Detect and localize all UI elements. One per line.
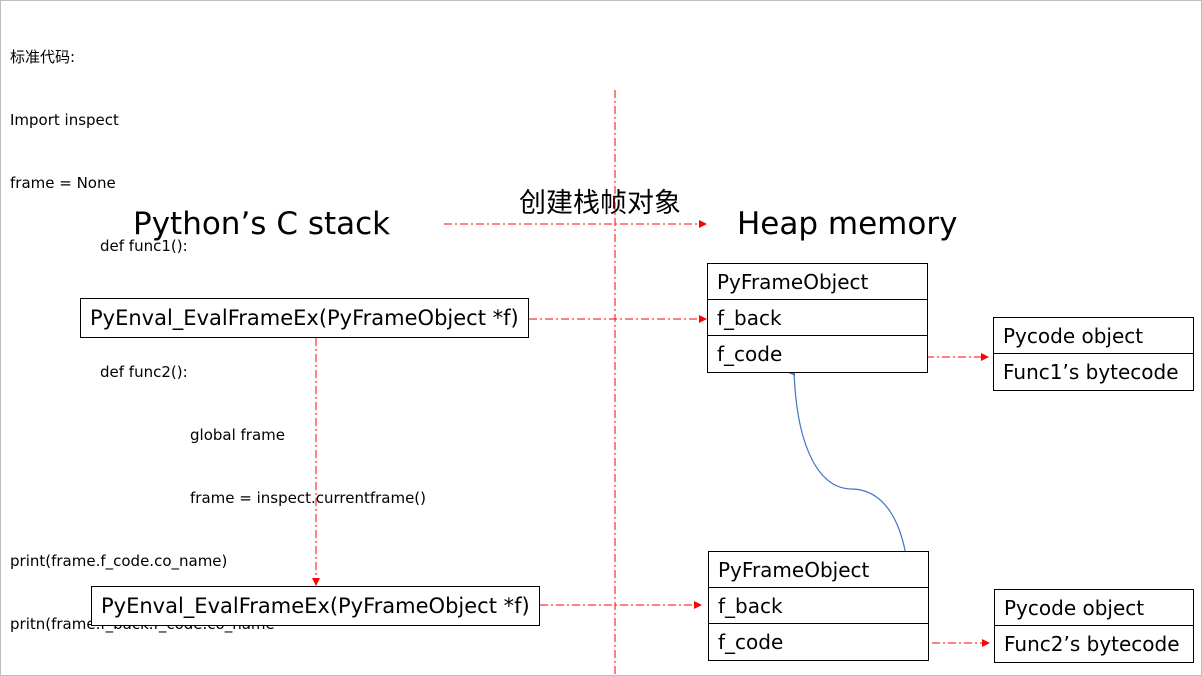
code-line: frame = inspect.currentframe() — [190, 489, 427, 507]
code-line: Import inspect — [10, 111, 119, 129]
stack-frame-label: PyEnval_EvalFrameEx(PyFrameObject *f) — [90, 306, 519, 330]
bytecode-field: Func1’s bytecode — [1003, 360, 1179, 384]
code-line: global frame — [190, 426, 285, 444]
heap-memory-heading: Heap memory — [737, 206, 958, 242]
code-object-title: Pycode object — [994, 318, 1193, 354]
code-line: def func1(): — [100, 237, 188, 255]
f-code-field: f_code — [718, 630, 784, 654]
frame-object-title: PyFrameObject — [708, 264, 927, 300]
code-line: print(frame.f_code.co_name) — [10, 552, 228, 570]
stack-frame-func1: PyEnval_EvalFrameEx(PyFrameObject *f) — [80, 298, 529, 338]
frame-object-func2: PyFrameObject f_back f_code — [708, 551, 929, 661]
frame-object-title: PyFrameObject — [709, 552, 928, 588]
stack-frame-label: PyEnval_EvalFrameEx(PyFrameObject *f) — [101, 594, 530, 618]
code-line: frame = None — [10, 174, 116, 192]
stack-frame-func2: PyEnval_EvalFrameEx(PyFrameObject *f) — [91, 586, 540, 626]
c-stack-heading: Python’s C stack — [133, 206, 391, 242]
code-line: 标准代码: — [10, 48, 76, 66]
code-object-title: Pycode object — [995, 590, 1193, 626]
code-object-func2: Pycode object Func2’s bytecode — [994, 589, 1194, 663]
f-code-field: f_code — [717, 342, 783, 366]
create-frame-label: 创建栈帧对象 — [519, 188, 681, 219]
bytecode-field: Func2’s bytecode — [1004, 632, 1180, 656]
frame-object-func1: PyFrameObject f_back f_code — [707, 263, 928, 373]
f-back-field: f_back — [709, 588, 928, 624]
code-object-func1: Pycode object Func1’s bytecode — [993, 317, 1194, 391]
code-line: def func2(): — [100, 363, 188, 381]
f-back-field: f_back — [708, 300, 927, 336]
